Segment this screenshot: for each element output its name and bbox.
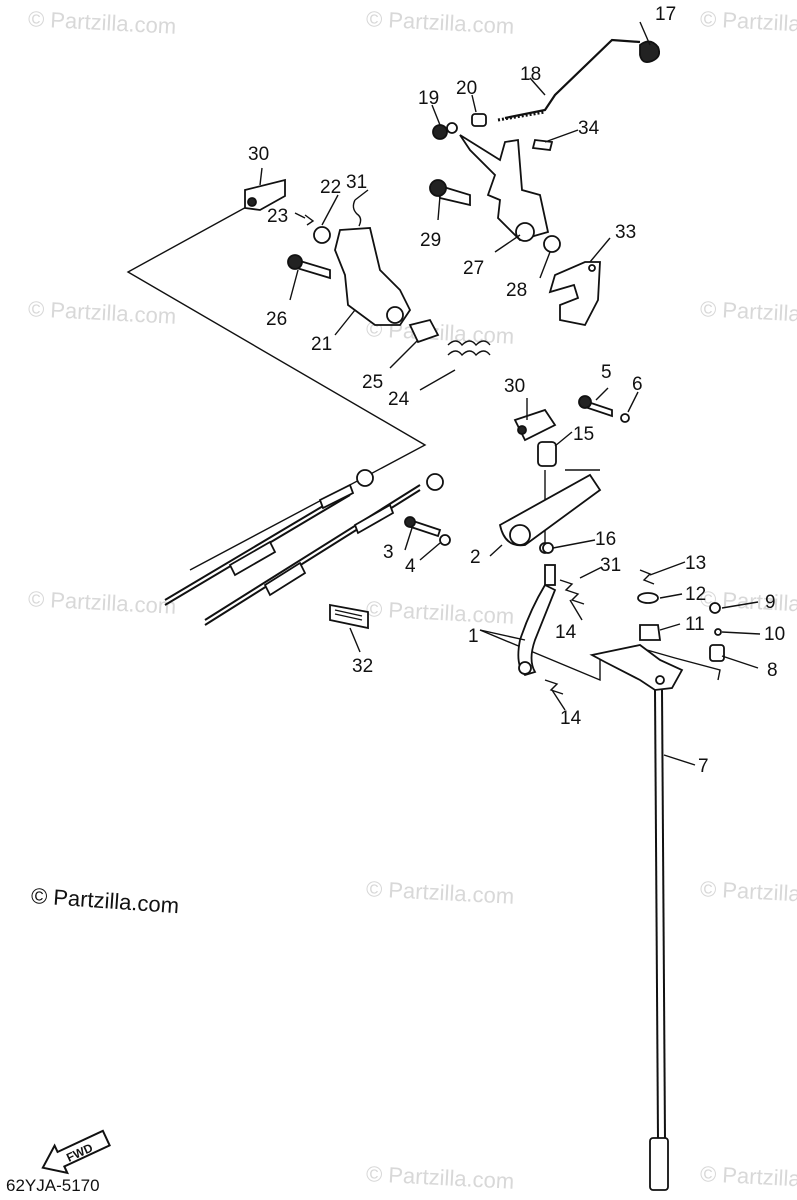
label-19: 19 — [418, 88, 439, 109]
part-2-link — [404, 395, 630, 554]
label-2: 2 — [470, 547, 481, 568]
part-32-clip — [329, 603, 369, 630]
part-7-rod — [649, 689, 669, 1191]
label-11: 11 — [685, 614, 705, 635]
label-12: 12 — [685, 584, 706, 605]
part-21-bracket — [244, 178, 491, 357]
cables — [164, 469, 444, 626]
part-11-arm — [589, 569, 725, 691]
part-labels: 1 2 3 4 5 6 7 8 9 10 11 12 13 14 14 15 1… — [248, 4, 785, 777]
label-6: 6 — [632, 374, 643, 395]
label-34: 34 — [578, 118, 600, 139]
label-13: 13 — [685, 553, 706, 574]
label-30: 30 — [504, 376, 525, 397]
part-18-rod — [497, 38, 661, 122]
label-27: 27 — [463, 258, 484, 279]
label-5: 5 — [601, 362, 612, 383]
label-14: 14 — [555, 622, 577, 643]
label-22: 22 — [320, 177, 341, 198]
label-1: 1 — [468, 626, 479, 647]
leader-lines — [126, 204, 721, 682]
part-1-lever — [517, 542, 585, 695]
label-14: 14 — [560, 708, 582, 729]
label-18: 18 — [520, 64, 541, 85]
label-leaders — [259, 21, 761, 766]
label-9: 9 — [765, 592, 776, 613]
label-15: 15 — [573, 424, 594, 445]
part-27-bracket — [429, 113, 561, 253]
fwd-label: FWD — [64, 1140, 95, 1164]
label-31: 31 — [600, 555, 621, 576]
diagram-code: 62YJA-5170 — [6, 1176, 100, 1195]
label-33: 33 — [615, 222, 636, 243]
label-21: 21 — [311, 334, 332, 355]
label-30: 30 — [248, 144, 269, 165]
label-16: 16 — [595, 529, 616, 550]
label-29: 29 — [420, 230, 441, 251]
label-23: 23 — [267, 206, 288, 227]
fwd-arrow-icon: FWD — [41, 1129, 111, 1175]
label-26: 26 — [266, 309, 287, 330]
label-32: 32 — [352, 656, 373, 677]
label-28: 28 — [506, 280, 527, 301]
label-8: 8 — [767, 660, 778, 681]
label-10: 10 — [764, 624, 785, 645]
label-24: 24 — [388, 389, 410, 410]
label-25: 25 — [362, 372, 383, 393]
part-33-plate — [548, 261, 601, 327]
label-17: 17 — [655, 4, 676, 25]
label-31: 31 — [346, 172, 367, 193]
label-3: 3 — [383, 542, 394, 563]
label-7: 7 — [698, 756, 709, 777]
label-4: 4 — [405, 556, 416, 577]
label-20: 20 — [456, 78, 477, 99]
